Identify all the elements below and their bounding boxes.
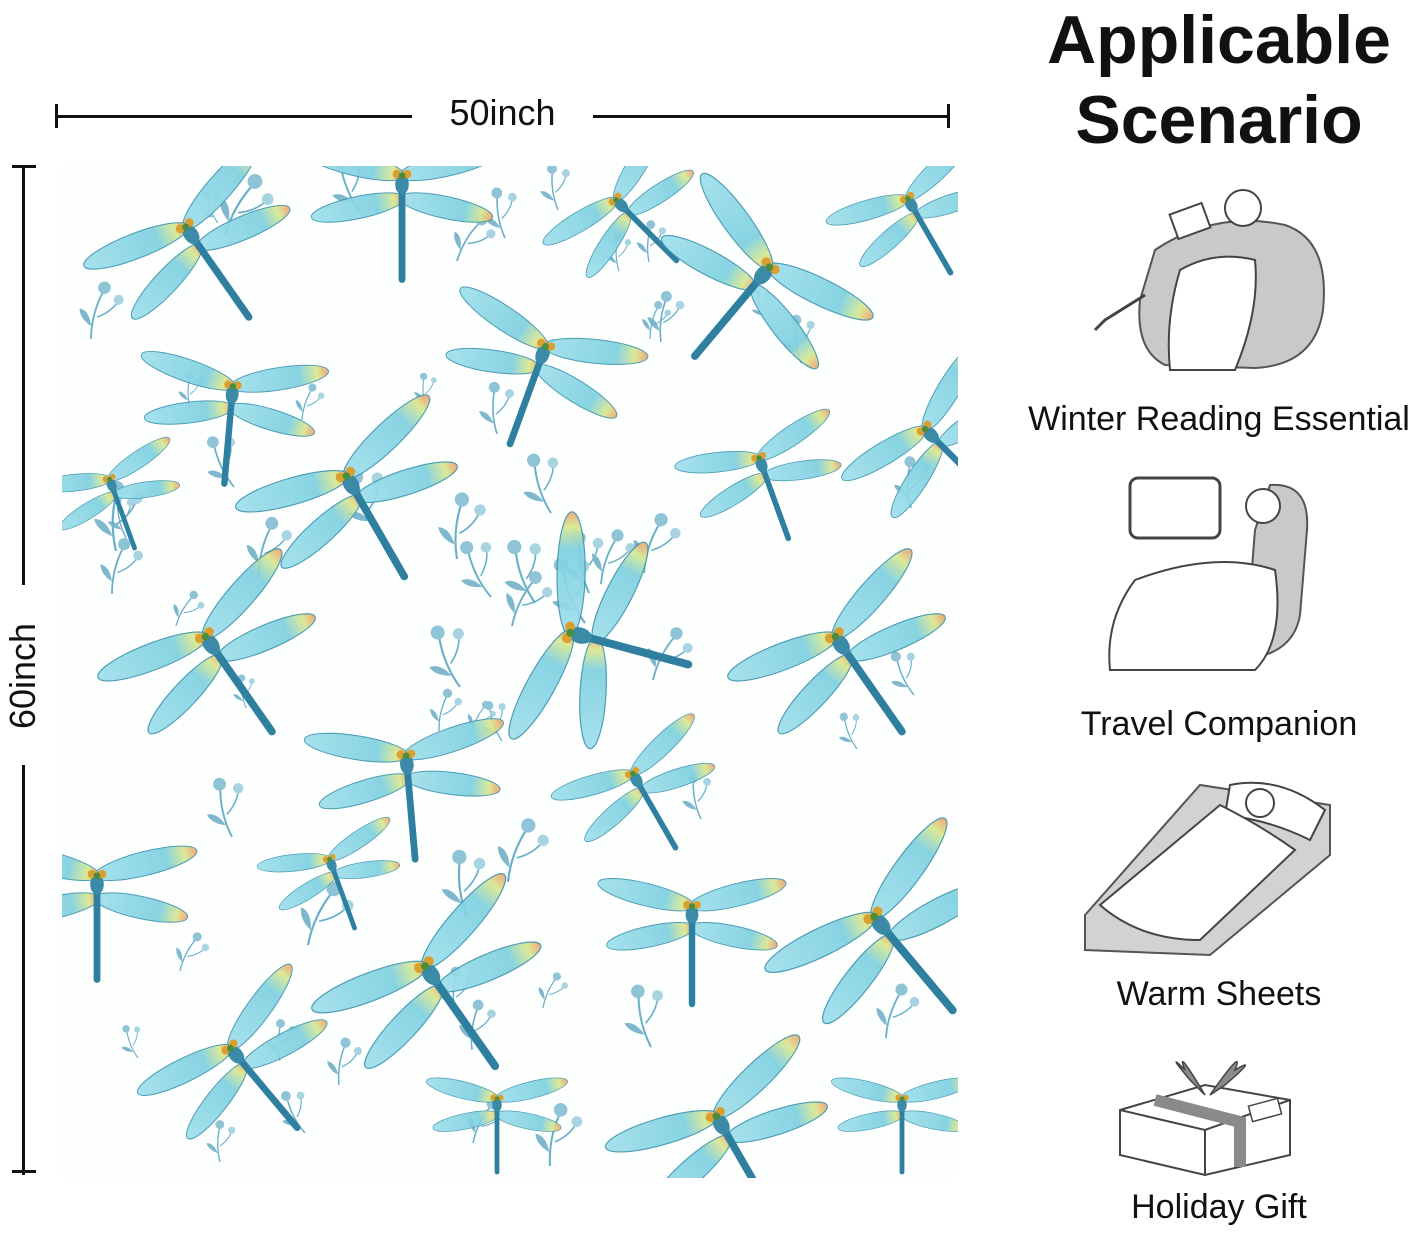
wildflower-icon bbox=[72, 276, 128, 345]
dragonfly-icon bbox=[424, 1072, 570, 1175]
dragonfly-pattern bbox=[62, 166, 958, 1178]
wildflower-icon bbox=[268, 1082, 323, 1141]
dragonfly-icon bbox=[87, 536, 369, 802]
wildflower-icon bbox=[164, 584, 210, 634]
dragonfly-icon bbox=[252, 809, 424, 956]
title-line-1: Applicable bbox=[1047, 2, 1391, 78]
dimension-cap bbox=[947, 104, 950, 128]
wildflower-icon bbox=[531, 967, 572, 1015]
scenario-label-travel: Travel Companion bbox=[1080, 705, 1358, 743]
scenario-label-reading: Winter Reading Essential bbox=[1028, 400, 1410, 438]
wildflower-icon bbox=[113, 1019, 152, 1063]
wildflower-icon bbox=[167, 926, 214, 979]
wildflower-icon bbox=[614, 977, 677, 1054]
width-label: 50inch bbox=[449, 92, 556, 133]
panel-title: Applicable Scenario bbox=[1020, 0, 1418, 160]
wildflower-icon bbox=[413, 615, 486, 697]
wildflower-icon bbox=[196, 770, 257, 843]
dimension-cap bbox=[12, 1170, 36, 1173]
wildflower-icon bbox=[489, 529, 561, 612]
dragonfly-icon bbox=[298, 166, 506, 284]
title-line-2: Scenario bbox=[1075, 82, 1363, 158]
wildflower-icon bbox=[494, 562, 559, 637]
airplane-seat-icon bbox=[1108, 476, 1309, 671]
wildflower-icon bbox=[829, 706, 872, 755]
height-label: 60inch bbox=[2, 622, 43, 730]
dragonfly-icon bbox=[411, 276, 656, 483]
dragonfly-icon bbox=[544, 704, 751, 893]
dimension-line bbox=[22, 765, 25, 1175]
bed-icon bbox=[1084, 781, 1331, 957]
wildflower-icon bbox=[324, 1035, 365, 1088]
height-dimension: 60inch bbox=[2, 165, 43, 1175]
wildflower-icon bbox=[94, 533, 147, 600]
dimension-line bbox=[22, 165, 25, 585]
dragonfly-icon bbox=[595, 1022, 877, 1178]
wildflower-icon bbox=[475, 379, 519, 437]
dimension-line bbox=[593, 115, 950, 118]
blanket-pattern bbox=[62, 166, 958, 1178]
dimension-line bbox=[55, 115, 412, 118]
dragonfly-icon bbox=[594, 871, 790, 1008]
wildflower-icon bbox=[510, 445, 576, 521]
width-dimension: 50inch bbox=[55, 92, 950, 133]
dragonfly-icon bbox=[831, 335, 958, 570]
dragonfly-icon bbox=[62, 838, 201, 984]
wildflower-icon bbox=[534, 166, 578, 214]
person-reading-icon bbox=[1093, 189, 1325, 371]
wildflower-icon bbox=[868, 977, 924, 1045]
dragonfly-icon bbox=[300, 709, 519, 872]
gift-box-icon bbox=[1119, 1060, 1291, 1177]
dragonfly-icon bbox=[73, 166, 341, 383]
scenario-label-gift: Holiday Gift bbox=[1131, 1188, 1307, 1226]
dragonfly-icon bbox=[717, 536, 958, 802]
wildflower-icon bbox=[530, 1099, 586, 1171]
scenario-label-sheets: Warm Sheets bbox=[1116, 975, 1322, 1013]
dragonfly-icon bbox=[668, 400, 870, 571]
dragonfly-icon bbox=[829, 1072, 958, 1175]
